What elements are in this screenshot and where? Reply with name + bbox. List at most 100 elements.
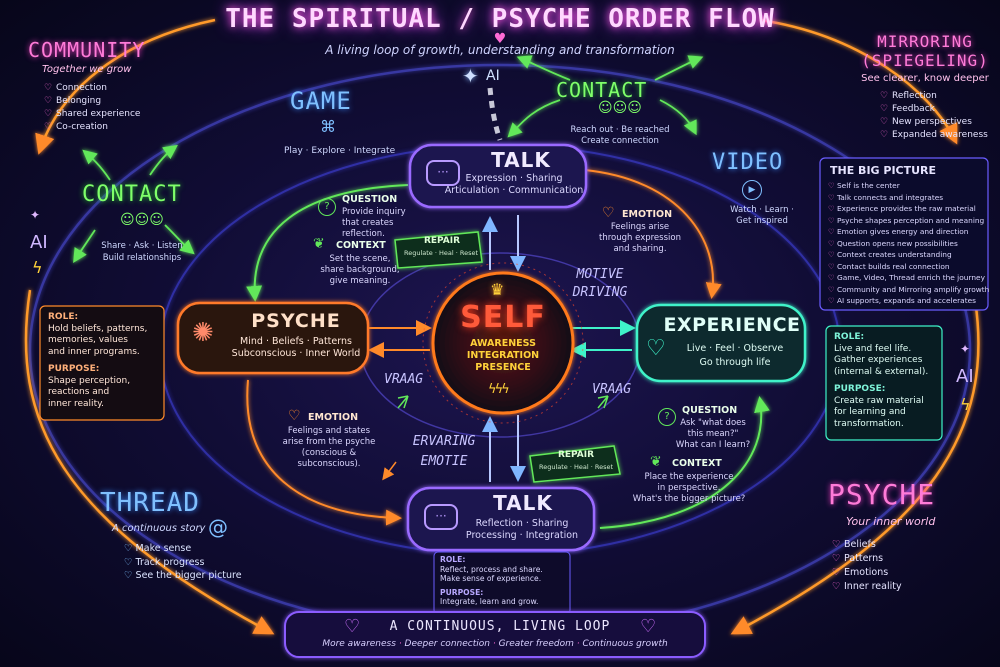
heart-icon: ♡ xyxy=(832,553,841,564)
experience-node-title: EXPERIENCE xyxy=(663,314,801,336)
community-title: COMMUNITY xyxy=(28,38,146,62)
psyche-corner-title: PSYCHE xyxy=(828,478,936,511)
flow-talk-top-to-psyche xyxy=(246,184,409,302)
role-left-panel: ROLE: Hold beliefs, patterns,memories, v… xyxy=(48,312,160,410)
chat-icon: ··· xyxy=(426,160,460,186)
gamepad-icon: ⌘ xyxy=(320,117,336,136)
heart-icon: ♡ xyxy=(828,250,837,259)
self-node-title: SELF xyxy=(460,300,546,335)
lightning-icon: ϟϟϟ xyxy=(488,382,510,397)
video-subtitle: Watch · Learn ·Get inspired xyxy=(730,205,794,226)
question-icon: ? xyxy=(658,408,676,426)
loop-title: A CONTINUOUS, LIVING LOOP xyxy=(389,619,611,634)
list-item: ♡Emotions xyxy=(832,567,889,578)
heart-icon: ♡ xyxy=(288,408,301,424)
thread-list: ♡ Make sense ♡ Track progress ♡ See the … xyxy=(124,542,242,583)
spiral-icon: @ xyxy=(208,515,228,539)
heart-icon: ♡ xyxy=(124,543,136,554)
heart-icon: ♡ xyxy=(44,96,53,106)
heart-icon: ♡ xyxy=(828,227,837,236)
heart-icon: ♡ xyxy=(880,117,889,127)
repair-top-text: Regulate · Heal · Reset xyxy=(403,249,479,257)
list-item: ♡Shared experience xyxy=(44,109,141,119)
contact-left-arrow-3 xyxy=(73,229,96,264)
ai-label-left: AI xyxy=(30,232,48,253)
flow-talk-top-to-experience xyxy=(584,169,722,299)
list-item: ♡Co-creation xyxy=(44,122,108,132)
list-item: ♡Reflection xyxy=(880,91,937,101)
heart-icon: ♥ xyxy=(493,31,507,47)
loop-item: Greater freedom xyxy=(498,639,574,649)
heart-icon: ♡ xyxy=(44,83,53,93)
game-title: GAME xyxy=(290,87,352,115)
outer-arc-left xyxy=(24,289,275,635)
context-bottom-title: CONTEXT xyxy=(672,458,722,469)
play-icon: ▶ xyxy=(742,180,762,200)
loop-item: More awareness xyxy=(322,639,396,649)
loop-frame xyxy=(284,611,706,658)
heart-icon: ♡ xyxy=(828,204,837,213)
heart-icon: ♡ xyxy=(646,336,666,361)
role-bottom-panel: ROLE: Reflect, process and share.Make se… xyxy=(440,555,568,607)
role-label: ROLE: xyxy=(48,312,79,322)
heart-icon: ♡ xyxy=(124,556,136,568)
list-item: ♡Expanded awareness xyxy=(880,130,988,140)
heart-icon: ♡ xyxy=(832,539,841,550)
page-title: THE SPIRITUAL / PSYCHE ORDER FLOW xyxy=(225,4,775,34)
emotion-top-title: EMOTION xyxy=(622,209,673,220)
vraag-right-arrows xyxy=(597,395,609,409)
repair-bottom-text: Regulate · Heal · Reset xyxy=(538,463,614,471)
heart-icon: ♡ xyxy=(828,238,837,248)
crown-icon: ♛ xyxy=(490,280,505,299)
list-item: ♡ Emotion gives energy and direction xyxy=(828,227,969,236)
question-top-title: QUESTION xyxy=(342,194,398,205)
contact-top-arrow-3 xyxy=(516,55,571,81)
context-top-text: Set the scene,share background,give mean… xyxy=(320,254,400,286)
ervaring-arrow xyxy=(382,461,397,481)
dot-separator: · xyxy=(576,639,583,649)
list-item: ♡ Talk connects and integrates xyxy=(828,192,944,202)
talk-bottom-title: TALK xyxy=(493,491,553,515)
purpose-label: PURPOSE: xyxy=(440,587,484,597)
loop-items: More awareness · Deeper connection · Gre… xyxy=(290,639,700,649)
repair-bottom-tag xyxy=(529,445,621,483)
role-right-frame xyxy=(825,325,943,441)
contact-left-arrow-2 xyxy=(149,144,178,176)
list-item: ♡ Psyche shapes perception and meaning xyxy=(828,215,985,225)
sparkle-icon: ✦ xyxy=(30,208,41,222)
psyche-corner-list: ♡Beliefs ♡Patterns ♡Emotions ♡Inner real… xyxy=(832,538,902,594)
thread-tagline: A continuous story xyxy=(112,523,206,534)
list-item: ♡ Experience provides the raw material xyxy=(828,204,976,213)
list-item: ♡Inner reality xyxy=(832,581,902,592)
big-picture-frame xyxy=(819,157,989,311)
mirroring-title: MIRRORING(SPIEGELING) xyxy=(861,32,989,70)
heart-icon: ♡ xyxy=(602,205,615,221)
video-title: VIDEO xyxy=(712,150,784,175)
heart-icon: ♡ xyxy=(880,91,889,101)
purpose-label: PURPOSE: xyxy=(834,384,886,394)
self-frame xyxy=(431,271,575,415)
thread-title: THREAD xyxy=(100,488,200,518)
contact-left-arrow-4 xyxy=(164,224,195,255)
heart-icon: ♡ xyxy=(880,104,889,114)
heart-icon: ♡ xyxy=(344,616,361,637)
role-label: ROLE: xyxy=(440,555,466,564)
emotion-left-title: EMOTION xyxy=(308,412,359,423)
heart-icon: ♡ xyxy=(828,261,837,271)
heart-icon: ♡ xyxy=(832,581,841,592)
vraag-left-label: VRAAG xyxy=(384,372,424,387)
psyche-frame xyxy=(176,301,370,375)
contact-left-arrow-1 xyxy=(82,149,111,181)
contact-top-title: CONTACT xyxy=(556,78,648,102)
repair-top-title: REPAIR xyxy=(423,236,461,246)
list-item: ♡New perspectives xyxy=(880,117,972,127)
role-label: ROLE: xyxy=(834,332,865,342)
leaf-icon: ❦ xyxy=(313,236,325,252)
